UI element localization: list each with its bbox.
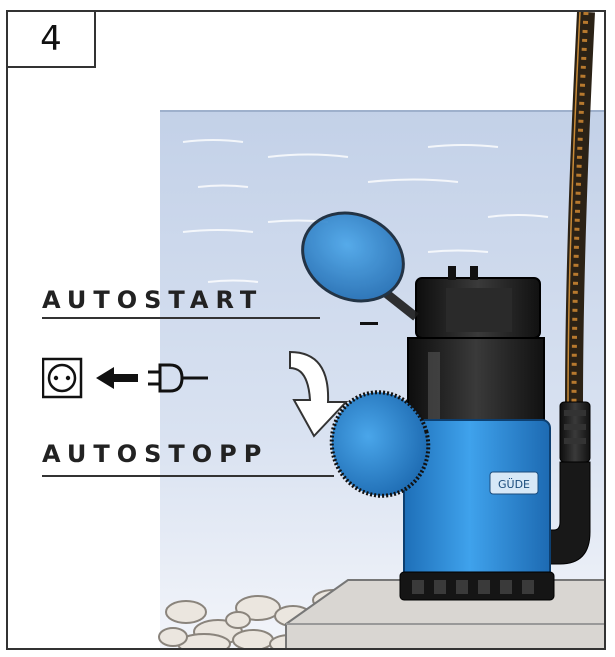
- socket-icon: [41, 357, 83, 399]
- autostopp-label: AUTOSTOPP: [42, 440, 269, 468]
- hose: [565, 12, 595, 408]
- socket-plug-row: [41, 357, 222, 405]
- step-number-box: 4: [8, 12, 96, 68]
- plug-icon: [148, 363, 208, 393]
- illustration-frame: GÜDE 4 AUTOSTART: [6, 10, 606, 650]
- pump-illustration: GÜDE: [158, 12, 604, 648]
- float-switch-lowered: [329, 390, 431, 498]
- level-marker: [360, 322, 378, 325]
- svg-text:GÜDE: GÜDE: [498, 478, 530, 491]
- float-switch-raised: [301, 211, 419, 321]
- arrow-left-icon: [96, 367, 138, 389]
- autostart-label: AUTOSTART: [42, 286, 264, 314]
- autostart-rule: [42, 317, 320, 319]
- step-number: 4: [40, 19, 62, 59]
- curved-arrow-icon: [289, 350, 349, 438]
- pump-body: GÜDE: [399, 266, 555, 601]
- autostopp-rule: [42, 475, 334, 477]
- stones: [158, 589, 354, 648]
